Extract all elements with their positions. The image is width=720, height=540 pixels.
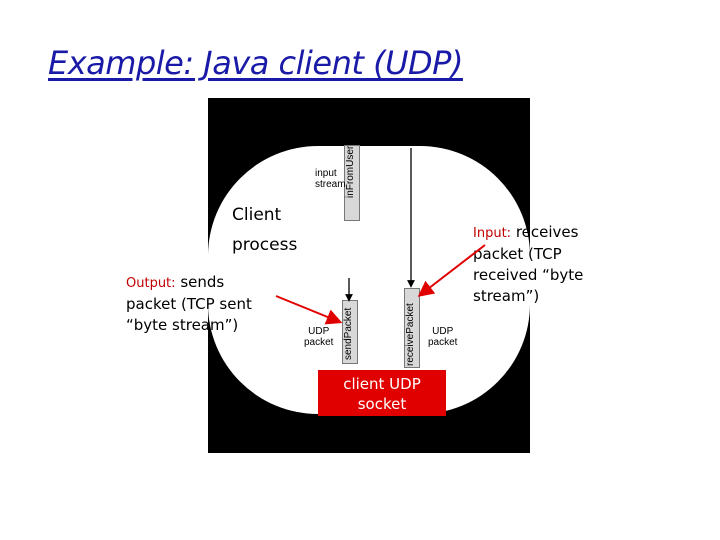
input-stream-label: input stream — [315, 168, 346, 190]
input-callout-arrow — [417, 244, 486, 297]
diagram-arrows — [345, 148, 415, 302]
receive-packet-pipe — [404, 288, 420, 368]
udp-client-diagram: inFromUser input stream sendPacket recei… — [208, 98, 530, 453]
client-udp-socket-box: client UDP socket — [318, 370, 446, 416]
input-stream-pipe — [344, 145, 360, 221]
output-note: Output: sends packet (TCP sent “byte str… — [126, 273, 252, 334]
output-keyword: Output: — [126, 276, 176, 291]
slide-title: Example: Java client (UDP) — [48, 44, 463, 82]
input-keyword: Input: — [473, 226, 512, 241]
udp-packet-left-label: UDP packet — [304, 326, 334, 348]
udp-packet-right-label: UDP packet — [428, 326, 458, 348]
client-process-oval — [208, 146, 530, 414]
client-process-label: Client process — [232, 205, 298, 255]
output-callout-arrow — [275, 295, 343, 325]
input-note: Input: receives packet (TCP received “by… — [473, 223, 584, 305]
